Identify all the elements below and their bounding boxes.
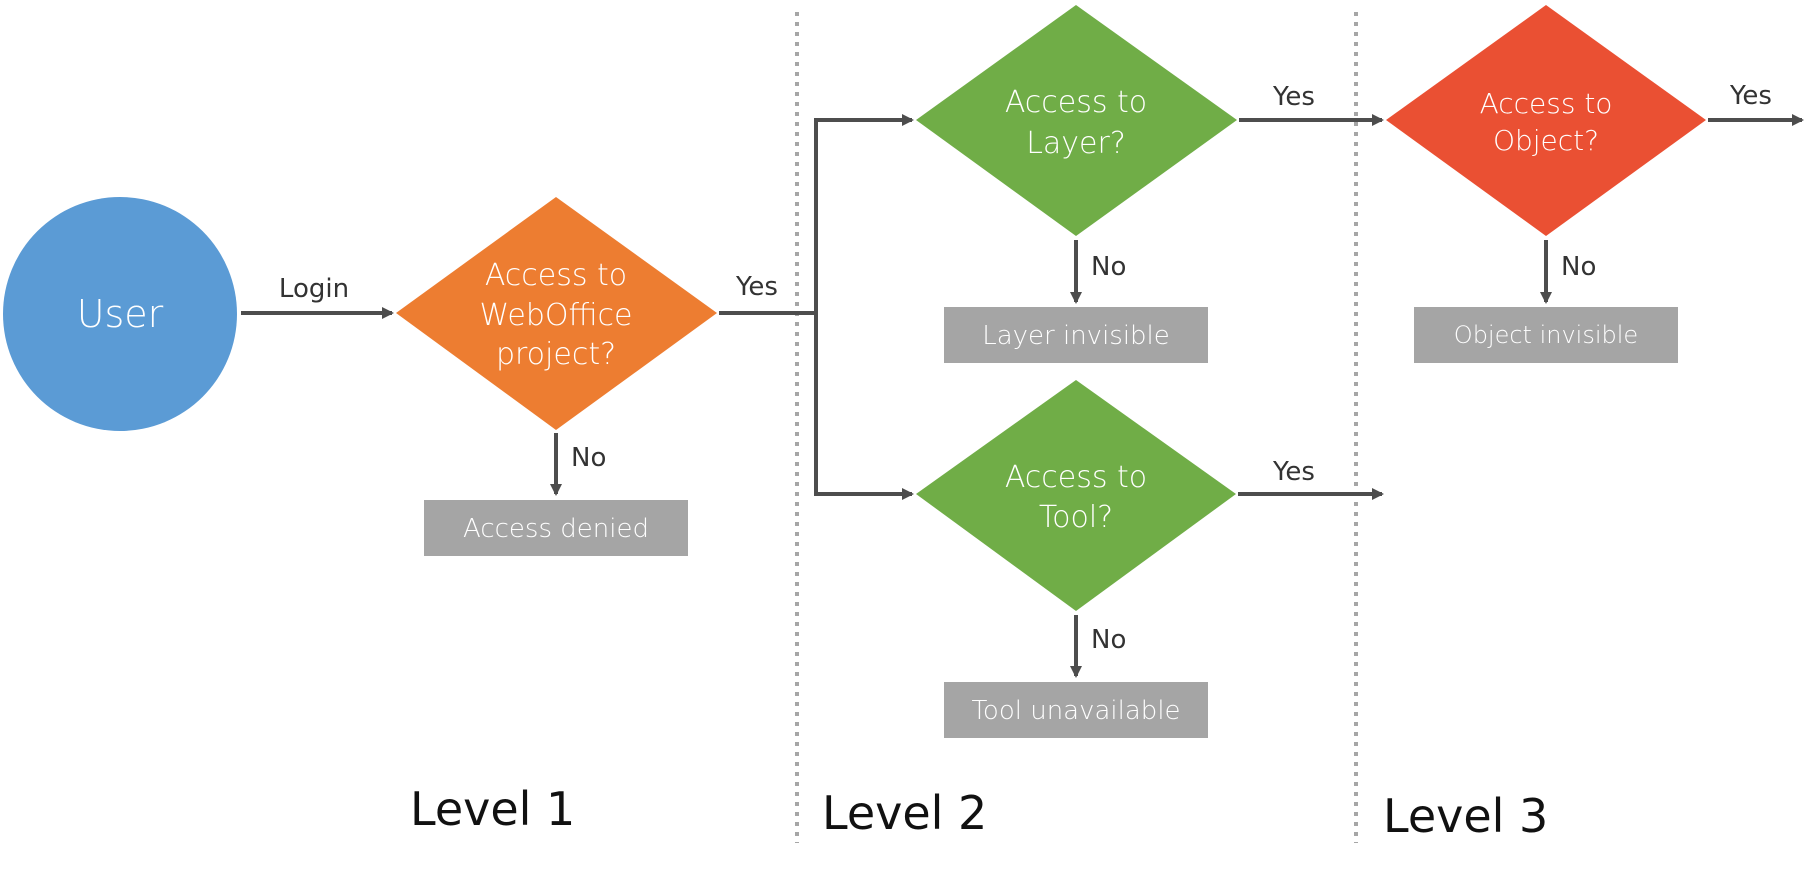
outcome-access-denied-label: Access denied xyxy=(463,514,649,544)
outcome-tool-unavailable xyxy=(944,682,1208,738)
webOffice-yes-label: Yes xyxy=(735,272,778,302)
level-3-label: Level 3 xyxy=(1383,789,1548,843)
decision-layer-line-1: Access to xyxy=(1005,85,1147,120)
tool-yes-label: Yes xyxy=(1272,457,1315,487)
tool-no-label: No xyxy=(1091,625,1126,655)
webOffice-no-label: No xyxy=(571,443,606,473)
level-1-label: Level 1 xyxy=(410,782,575,836)
outcome-tool-unavailable-label: Tool unavailable xyxy=(971,696,1180,726)
layer-yes-label: Yes xyxy=(1272,82,1315,112)
decision-object-line-2: Object? xyxy=(1493,124,1599,157)
user-label: User xyxy=(77,292,164,336)
user-node xyxy=(3,197,237,431)
object-no-label: No xyxy=(1561,252,1596,282)
decision-tool-line-1: Access to xyxy=(1005,460,1147,495)
decision-tool-line-2: Tool? xyxy=(1039,500,1113,535)
level-2-label: Level 2 xyxy=(822,786,987,840)
decision-webOffice-line-1: Access to xyxy=(485,258,627,293)
outcome-object-invisible xyxy=(1414,307,1678,363)
outcome-layer-invisible xyxy=(944,307,1208,363)
decision-object xyxy=(1386,5,1706,236)
object-yes-label: Yes xyxy=(1729,81,1772,111)
decision-tool xyxy=(916,380,1236,611)
outcome-access-denied xyxy=(424,500,688,556)
decision-object-line-1: Access to xyxy=(1480,87,1613,120)
layer-no-label: No xyxy=(1091,252,1126,282)
login-label: Login xyxy=(279,274,349,304)
decision-webOffice xyxy=(396,197,717,430)
decision-layer xyxy=(916,5,1237,236)
outcome-object-invisible-label: Object invisible xyxy=(1454,321,1638,349)
decision-webOffice-line-3: project? xyxy=(496,337,616,372)
decision-webOffice-line-2: WebOffice xyxy=(480,298,633,333)
decision-layer-line-2: Layer? xyxy=(1026,126,1126,161)
outcome-layer-invisible-label: Layer invisible xyxy=(982,321,1170,351)
